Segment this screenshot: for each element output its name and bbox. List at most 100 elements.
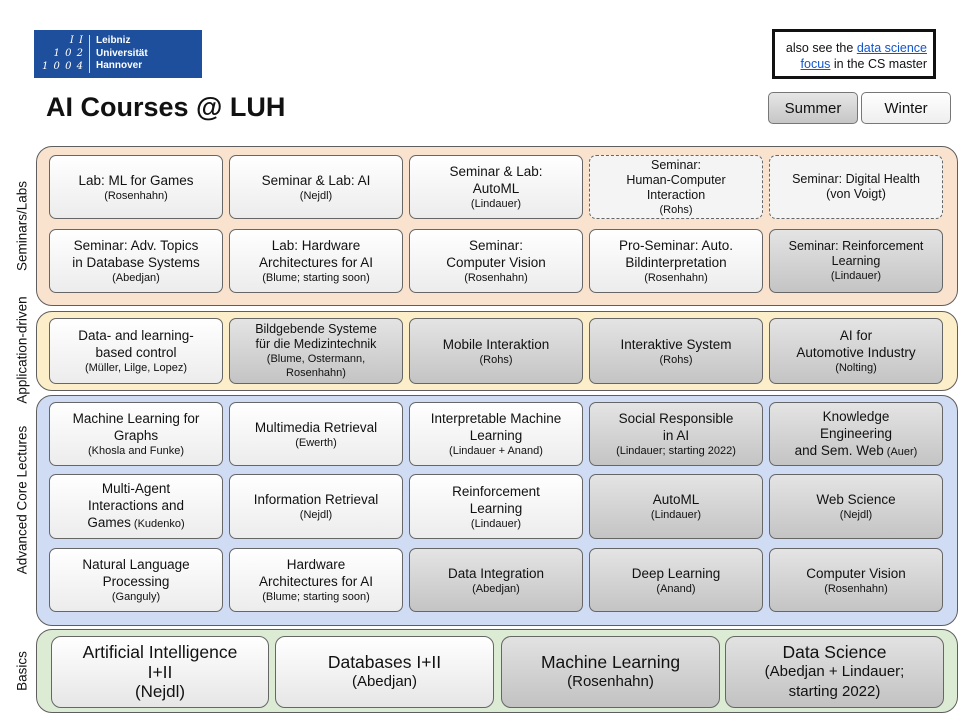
course-box[interactable]: Natural Language Processing (Ganguly) (49, 548, 223, 612)
course-box[interactable]: AI for Automotive Industry (Nolting) (769, 318, 943, 384)
course-box[interactable]: Computer Vision (Rosenhahn) (769, 548, 943, 612)
course-instructor: (Kudenko) (130, 518, 185, 530)
logo-university-name: Leibniz Universität Hannover (96, 35, 148, 73)
course-instructor: (Blume; starting soon) (262, 591, 370, 603)
data-science-note: also see the data science focus in the C… (772, 29, 936, 79)
data-science-focus-link[interactable]: data science focus (800, 41, 927, 71)
course-box[interactable]: Bildgebende Systeme für die Medizintechn… (229, 318, 403, 384)
course-box[interactable]: Knowledge Engineering and Sem. Web (Auer… (769, 402, 943, 466)
course-box[interactable]: Multi-Agent Interactions and Games (Kude… (49, 474, 223, 539)
course-instructor: (Abedjan + Lindauer; starting 2022) (764, 663, 905, 700)
course-title: Multi-Agent Interactions and Games (Kude… (87, 480, 184, 533)
course-box[interactable]: Web Science (Nejdl) (769, 474, 943, 539)
logo-name-line: Leibniz (96, 35, 131, 46)
course-instructor: (Abedjan) (472, 582, 520, 595)
course-title: AI for Automotive Industry (796, 328, 916, 360)
logo-numeral-line: 1 0 2 (53, 48, 84, 59)
course-box[interactable]: Interaktive System (Rohs) (589, 318, 763, 384)
course-title: Interaktive System (620, 336, 732, 352)
course-box[interactable]: AutoML (Lindauer) (589, 474, 763, 539)
course-instructor: (Ewerth) (295, 436, 337, 449)
course-title: Pro-Seminar: Auto. Bildinterpretation (618, 238, 734, 270)
logo-numerals: I I 1 0 2 1 0 0 4 (40, 34, 84, 73)
luh-logo: I I 1 0 2 1 0 0 4 Leibniz Universität Ha… (34, 30, 202, 78)
course-title: Data Science (782, 642, 887, 662)
course-instructor: (Nejdl) (299, 189, 333, 202)
course-title: Lab: ML for Games (78, 172, 194, 188)
course-box[interactable]: Hardware Architectures for AI (Blume; st… (229, 548, 403, 612)
course-instructor: (Müller, Lilge, Lopez) (84, 362, 188, 374)
course-instructor: (Lindauer) (830, 270, 882, 282)
course-box[interactable]: Seminar: Digital Health (von Voigt) (769, 155, 943, 219)
course-box[interactable]: Multimedia Retrieval (Ewerth) (229, 402, 403, 466)
basics-course-box[interactable]: Data Science (Abedjan + Lindauer; starti… (725, 636, 944, 708)
course-box[interactable]: Seminar: Adv. Topics in Database Systems… (49, 229, 223, 293)
course-box[interactable]: Machine Learning for Graphs (Khosla and … (49, 402, 223, 466)
course-box[interactable]: Interpretable Machine Learning (Lindauer… (409, 402, 583, 466)
course-instructor: (Blume, Ostermann, Rosenhahn) (266, 353, 366, 379)
course-instructor: (Nejdl) (134, 682, 186, 701)
course-box[interactable]: Seminar & Lab: AutoML (Lindauer) (409, 155, 583, 219)
course-title: Natural Language Processing (82, 557, 190, 589)
course-instructor: (Lindauer; starting 2022) (616, 445, 736, 457)
course-title: Bildgebende Systeme für die Medizintechn… (255, 322, 377, 351)
course-box[interactable]: Mobile Interaktion (Rohs) (409, 318, 583, 384)
course-title: Web Science (816, 492, 896, 507)
course-title: Machine Learning for Graphs (72, 411, 200, 443)
course-instructor: (Rosenhahn) (104, 189, 168, 202)
course-title-text: Multi-Agent Interactions and Games (87, 481, 185, 530)
course-title: Data Integration (447, 565, 545, 581)
course-instructor: (Anand) (656, 582, 696, 595)
course-title: Seminar & Lab: AI (261, 172, 371, 188)
course-box[interactable]: Seminar & Lab: AI (Nejdl) (229, 155, 403, 219)
course-instructor: (Rosenhahn) (464, 272, 528, 284)
course-instructor: (Rohs) (479, 353, 513, 366)
course-title: Databases I+II (327, 652, 442, 672)
course-instructor: (Nolting) (835, 362, 877, 374)
course-title-text: Knowledge Engineering and Sem. Web (794, 408, 893, 458)
logo-numeral-line: I I (69, 35, 84, 46)
logo-separator (89, 35, 90, 73)
course-box[interactable]: Deep Learning (Anand) (589, 548, 763, 612)
basics-course-box[interactable]: Machine Learning (Rosenhahn) (501, 636, 720, 708)
course-title: Interpretable Machine Learning (430, 411, 562, 443)
course-title: Multimedia Retrieval (254, 419, 378, 435)
course-box[interactable]: Lab: ML for Games (Rosenhahn) (49, 155, 223, 219)
course-title: Social Responsible in AI (618, 411, 734, 443)
course-title: Information Retrieval (253, 492, 379, 507)
course-title: Hardware Architectures for AI (258, 557, 374, 589)
side-label-advanced: Advanced Core Lectures (14, 425, 30, 575)
course-title: Seminar: Human-Computer Interaction (626, 157, 726, 202)
course-box[interactable]: Data Integration (Abedjan) (409, 548, 583, 612)
course-box[interactable]: Data- and learning- based control (Mülle… (49, 318, 223, 384)
course-title: Computer Vision (806, 565, 906, 581)
course-box[interactable]: Information Retrieval (Nejdl) (229, 474, 403, 539)
basics-course-box[interactable]: Databases I+II (Abedjan) (275, 636, 494, 708)
course-box[interactable]: Seminar: Human-Computer Interaction (Roh… (589, 155, 763, 219)
course-box[interactable]: Lab: Hardware Architectures for AI (Blum… (229, 229, 403, 293)
course-instructor: (Rosenhahn) (824, 582, 888, 595)
course-instructor: (Lindauer) (650, 509, 702, 521)
course-title: Artificial Intelligence I+II (82, 642, 238, 682)
basics-course-box[interactable]: Artificial Intelligence I+II (Nejdl) (51, 636, 269, 708)
course-title: Seminar: Digital Health (von Voigt) (792, 172, 920, 201)
course-box[interactable]: Pro-Seminar: Auto. Bildinterpretation (R… (589, 229, 763, 293)
course-instructor: (Lindauer) (470, 198, 522, 210)
course-title: AutoML (652, 492, 700, 507)
course-instructor: (Abedjan) (351, 673, 418, 690)
course-instructor: (Rosenhahn) (567, 673, 654, 690)
course-box[interactable]: Seminar: Reinforcement Learning (Lindaue… (769, 229, 943, 293)
side-label-seminars: Seminars/Labs (14, 180, 30, 272)
course-instructor: (Lindauer + Anand) (449, 445, 543, 457)
course-title: Knowledge Engineering and Sem. Web (Auer… (795, 408, 918, 461)
course-box[interactable]: Social Responsible in AI (Lindauer; star… (589, 402, 763, 466)
course-instructor: (Rohs) (659, 353, 693, 366)
course-instructor: (Nejdl) (839, 509, 873, 521)
course-instructor: (Khosla and Funke) (88, 445, 184, 457)
course-box[interactable]: Reinforcement Learning (Lindauer) (409, 474, 583, 539)
course-instructor: (Auer) (883, 445, 918, 458)
course-box[interactable]: Seminar: Computer Vision (Rosenhahn) (409, 229, 583, 293)
page-title: AI Courses @ LUH (46, 92, 286, 122)
course-instructor: (Rohs) (659, 203, 693, 216)
course-title: Machine Learning (540, 652, 681, 672)
